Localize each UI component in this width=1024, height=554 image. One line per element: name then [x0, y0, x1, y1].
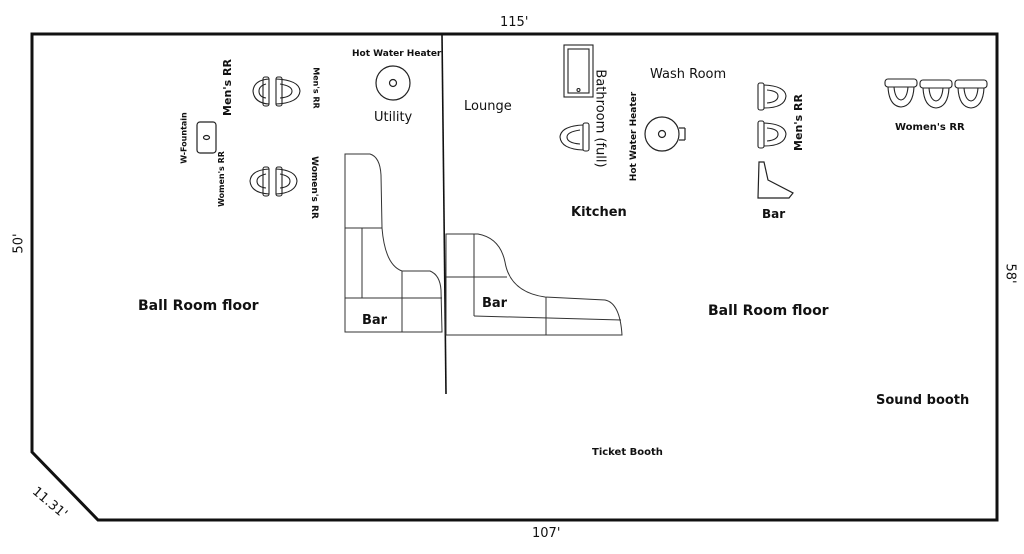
ballroom-floor-label-left: Ball Room floor — [138, 298, 259, 314]
water-heater-icon — [375, 65, 411, 101]
dimension-right: 58' — [1002, 263, 1018, 284]
w-fountain-label: W-Fountain — [179, 112, 189, 164]
dimension-top: 115' — [500, 15, 529, 30]
toilet-icon — [249, 166, 270, 197]
building-outline — [30, 32, 999, 522]
womens-rr-label-left-a: Women's RR — [216, 151, 226, 207]
water-fountain-icon — [196, 121, 217, 154]
bathtub-icon — [563, 44, 594, 98]
bathroom-full-label: Bathroom (full) — [592, 69, 608, 168]
toilet-icon — [757, 120, 787, 149]
mens-rr-label-left-b: Men's RR — [311, 67, 321, 109]
bar-counter-center — [445, 233, 623, 336]
toilet-icon — [252, 76, 270, 107]
bar-counter-left — [344, 153, 443, 333]
bar-counter-right — [757, 161, 794, 199]
bar-label-left: Bar — [362, 313, 388, 328]
bar-label-right: Bar — [762, 207, 786, 221]
water-heater-icon — [644, 116, 686, 152]
toilet-icon — [275, 166, 298, 197]
womens-rr-label-right: Women's RR — [895, 122, 965, 133]
toilet-icon — [275, 76, 301, 107]
ticket-booth-label: Ticket Booth — [592, 447, 663, 458]
toilet-icon — [757, 82, 787, 111]
mens-rr-label-right: Men's RR — [791, 94, 805, 151]
sound-booth-label: Sound booth — [876, 393, 970, 408]
hot-water-heater-label-right: Hot Water Heater — [629, 91, 640, 182]
wash-room-label: Wash Room — [650, 67, 727, 82]
center-wall — [441, 33, 447, 395]
mens-rr-label-left-a: Men's RR — [220, 59, 234, 116]
kitchen-label: Kitchen — [571, 205, 627, 220]
toilet-icon — [954, 79, 988, 109]
dimension-bottom: 107' — [532, 526, 561, 541]
bar-label-center: Bar — [482, 296, 508, 311]
utility-label: Utility — [374, 110, 413, 125]
toilet-icon — [884, 78, 918, 108]
toilet-icon — [559, 122, 590, 152]
hot-water-heater-label-left: Hot Water Heater — [352, 49, 442, 59]
toilet-icon — [919, 79, 953, 109]
ballroom-floor-label-right: Ball Room floor — [708, 303, 829, 319]
lounge-label: Lounge — [464, 99, 512, 114]
dimension-left: 50' — [11, 233, 27, 254]
womens-rr-label-left-b: Women's RR — [308, 156, 319, 219]
